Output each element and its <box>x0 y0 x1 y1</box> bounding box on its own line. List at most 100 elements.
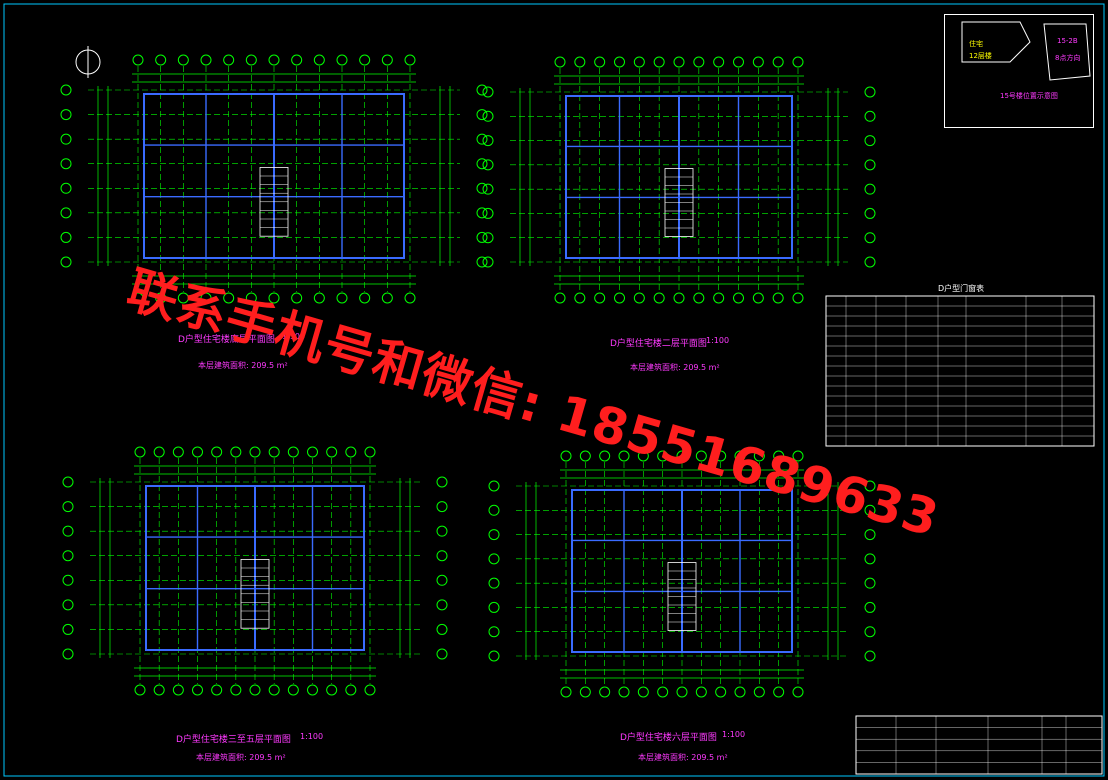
plan-1-axis-bubble-bottom <box>223 292 235 304</box>
plan-2-axis-bubble-right <box>864 232 876 244</box>
plan-1-axis-bubble-bottom <box>291 292 303 304</box>
plan-4-axis-bubble-top <box>695 450 707 462</box>
plan-3-axis-bubble-left <box>62 599 74 611</box>
plan-2-axis-bubble-right <box>864 256 876 268</box>
site-caption: 15号楼位置示意图 <box>1000 92 1058 100</box>
plan-2-axis-bubble-top <box>772 56 784 68</box>
plan-2-axis-bubble-top <box>594 56 606 68</box>
plan-2-axis-bubble-bottom <box>772 292 784 304</box>
plan-1-axis-bubble-left <box>60 231 72 243</box>
plan-1-axis-bubble-top <box>359 54 371 66</box>
plan-2-axis-bubble-bottom <box>752 292 764 304</box>
plan-4-axis-bubble-right <box>864 577 876 589</box>
area-note-1: 本层建筑面积: 209.5 m² <box>198 361 288 370</box>
plan-4-axis-bubble-right <box>864 650 876 662</box>
plan-2-axis-bubble-right <box>864 159 876 171</box>
plan-1-axis-bubble-top <box>381 54 393 66</box>
plan-4-axis-bubble-bottom <box>792 686 804 698</box>
plan-4-axis-bubble-top <box>618 450 630 462</box>
title-block <box>855 715 1103 775</box>
plan-3-axis-bubble-bottom <box>192 684 203 696</box>
plan-3-axis-bubble-top <box>153 446 165 458</box>
plan-2-axis-bubble-top <box>752 56 764 68</box>
plan-4-axis-bubble-top <box>676 450 688 462</box>
plan-3-axis-bubble-bottom <box>172 684 184 696</box>
plan-2-axis-bubble-right <box>864 207 876 219</box>
plan-4-axis-bubble-right <box>864 480 876 492</box>
plan-2-axis-bubble-left <box>482 135 494 147</box>
plan-1-axis-bubble-right <box>476 84 488 96</box>
plan-2-axis-bubble-bottom <box>693 292 705 304</box>
plan-3-axis-bubble-top <box>345 446 357 458</box>
plan-4-axis-bubble-bottom <box>695 686 707 698</box>
plan-title-3: D户型住宅楼三至五层平面图 <box>176 735 291 745</box>
plan-2-axis-bubble-left <box>482 159 494 171</box>
plan-title-4: D户型住宅楼六层平面图 <box>620 733 717 743</box>
site-note-2: 12层楼 <box>969 52 992 60</box>
plan-3-axis-bubble-top <box>192 446 203 458</box>
plan-1-axis-bubble-top <box>268 54 280 66</box>
plan-4-axis-bubble-right <box>864 601 876 613</box>
plan-4-axis-bubble-bottom <box>715 686 727 698</box>
plan-1-axis-bubble-bottom <box>381 292 393 304</box>
plan-4-axis-bubble-top <box>637 450 649 462</box>
plan-4-axis-bubble-left <box>488 601 500 613</box>
plan-3-axis-bubble-left <box>62 476 74 488</box>
plan-2-axis-bubble-left <box>482 110 494 122</box>
plan-3-axis-bubble-top <box>364 446 376 458</box>
door-schedule-table <box>825 295 1095 447</box>
plan-1-axis-bubble-right <box>476 231 488 243</box>
plan-1-axis-bubble-right <box>476 256 488 268</box>
plan-scale-4: 1:100 <box>722 730 746 739</box>
plan-4-axis-bubble-top <box>734 450 746 462</box>
plan-3-axis-bubble-top <box>249 446 261 458</box>
area-note-2: 本层建筑面积: 209.5 m² <box>630 363 720 372</box>
plan-2-axis-bubble-top <box>673 56 685 68</box>
plan-3-axis-bubble-right <box>436 501 448 513</box>
plan-2-axis-bubble-right <box>864 183 876 195</box>
plan-2-axis-bubble-top <box>733 56 744 68</box>
plan-1-axis-bubble-top <box>200 54 212 66</box>
plan-3-axis-bubble-top <box>172 446 184 458</box>
sheet-border <box>3 3 1105 777</box>
plan-2-axis-bubble-top <box>554 56 566 68</box>
plan-4-axis-bubble-left <box>488 504 500 516</box>
plan-3-axis-bubble-right <box>436 574 448 586</box>
plan-1-axis-bubble-top <box>245 54 257 66</box>
plan-3-axis-bubble-bottom <box>345 684 357 696</box>
plan-4-axis-bubble-left <box>488 577 500 589</box>
plan-4-axis-bubble-right <box>864 529 876 541</box>
plan-3-axis-bubble-right <box>436 476 448 488</box>
plan-1-axis-bubble-top <box>155 54 167 66</box>
plan-4-axis-bubble-bottom <box>599 686 611 698</box>
plan-1-axis-bubble-left <box>60 158 72 170</box>
plan-3-axis-bubble-left <box>62 525 74 537</box>
plan-4-axis-bubble-right <box>864 626 876 638</box>
plan-3-axis-bubble-bottom <box>211 684 223 696</box>
plan-4-axis-bubble-right <box>864 553 876 565</box>
plan-4-axis-bubble-bottom <box>579 686 591 698</box>
plan-1-axis-bubble-bottom <box>245 292 257 304</box>
plan-3-axis-bubble-left <box>62 501 74 513</box>
plan-3-axis-bubble-right <box>436 648 448 660</box>
plan-2-axis-bubble-bottom <box>574 292 586 304</box>
plan-1-axis-bubble-bottom <box>313 292 325 304</box>
plan-1-axis-bubble-bottom <box>268 292 280 304</box>
plan-4-axis-bubble-bottom <box>676 686 688 698</box>
plan-scale-3: 1:100 <box>300 732 324 741</box>
plan-4-axis-bubble-bottom <box>560 686 572 698</box>
plan-2-axis-bubble-bottom <box>733 292 744 304</box>
plan-4-axis-bubble-bottom <box>657 686 669 698</box>
plan-1-axis-bubble-right <box>476 109 488 121</box>
plan-1-axis-bubble-right <box>476 182 488 194</box>
plan-2-axis-bubble-top <box>574 56 586 68</box>
plan-1-axis-bubble-bottom <box>177 292 189 304</box>
plan-4-axis-bubble-top <box>753 450 765 462</box>
plan-title-1: D户型住宅楼底层平面图 <box>178 335 275 345</box>
plan-3-axis-bubble-top <box>326 446 338 458</box>
site-tag-1: 15-2B <box>1057 37 1078 45</box>
plan-3-axis-bubble-left <box>62 574 74 586</box>
plan-1-axis-bubble-right <box>476 207 488 219</box>
plan-3-axis-bubble-left <box>62 648 74 660</box>
